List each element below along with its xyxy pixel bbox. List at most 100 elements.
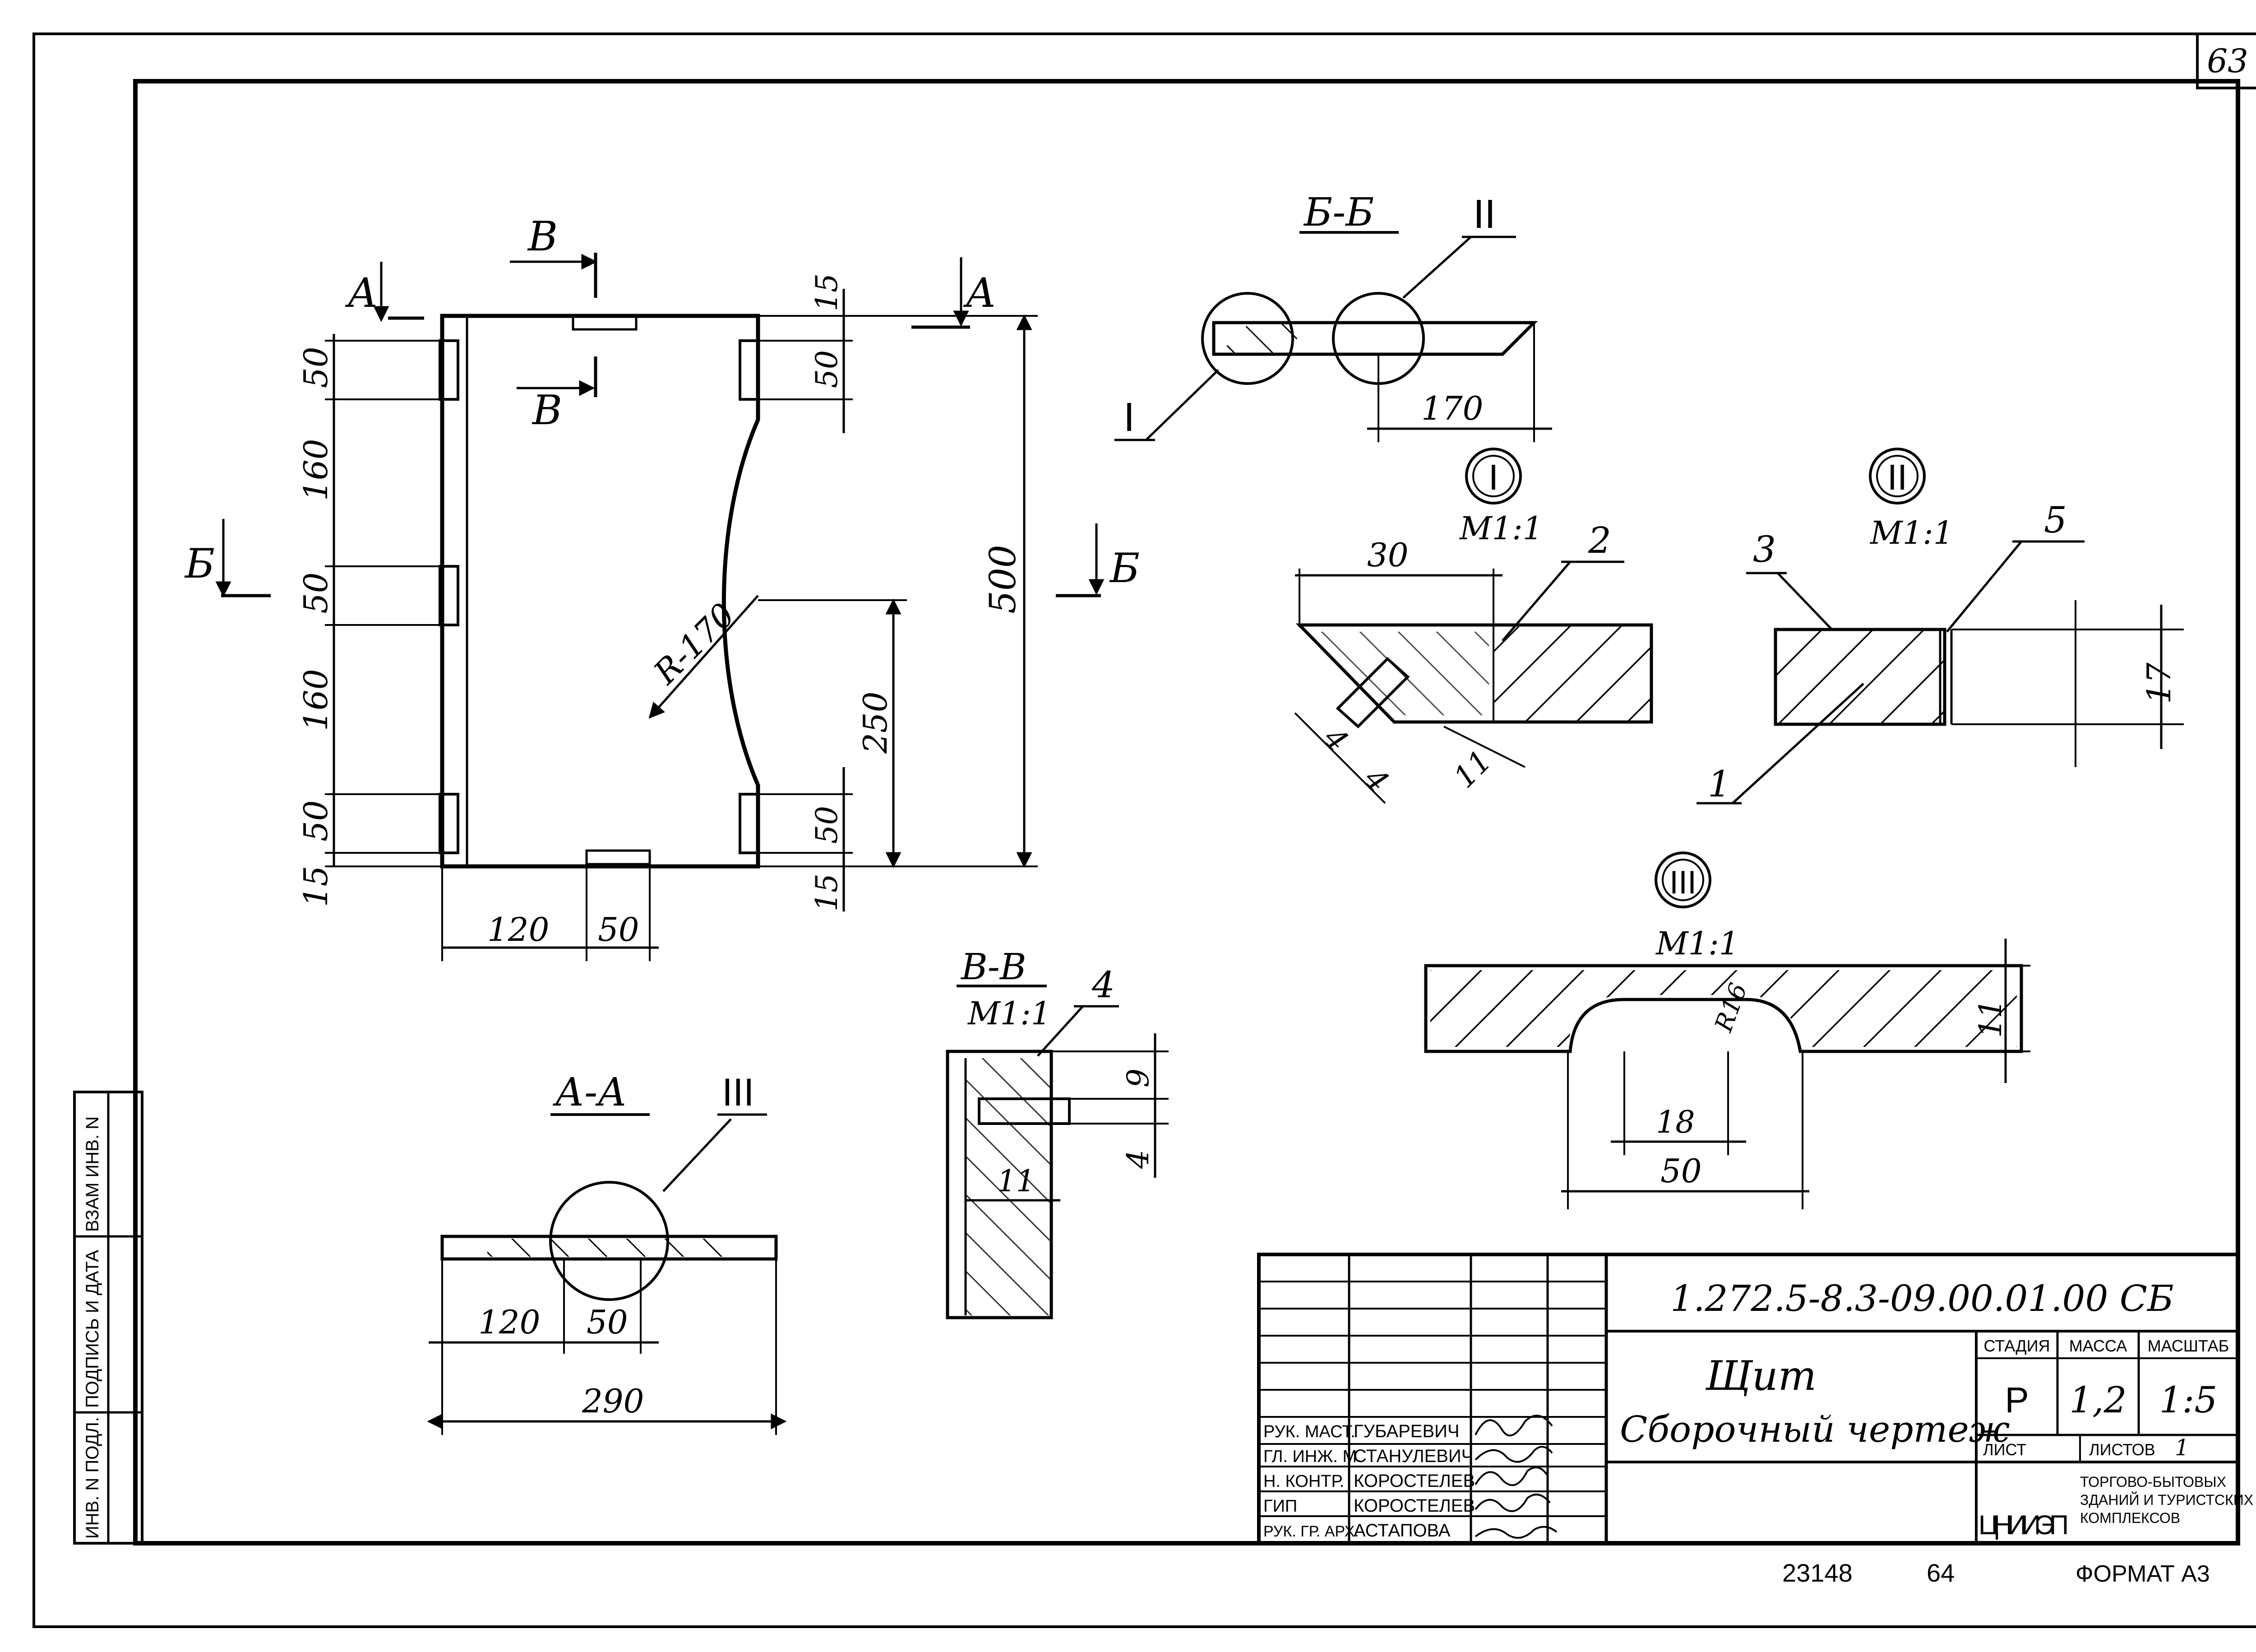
stamp-podpis-data: ПОДПИСЬ И ДАТА — [83, 1250, 102, 1408]
svg-text:50: 50 — [809, 350, 844, 388]
slot — [585, 849, 651, 865]
org-logo: ЦНИИЭП — [1979, 1510, 2069, 1540]
name-1: ГУБАРЕВИЧ — [1354, 1421, 1460, 1441]
detail-3: III М1:1 11 R16 18 50 — [1424, 851, 2030, 1209]
role-4: ГИП — [1263, 1497, 1297, 1516]
svg-text:30: 30 — [1367, 536, 1409, 574]
svg-text:М1:1: М1:1 — [1459, 510, 1543, 547]
name-5: АСТАПОВА — [1354, 1521, 1451, 1541]
section-mark-b: Б Б — [184, 519, 1140, 597]
svg-text:А: А — [963, 269, 996, 317]
name-3: КОРОСТЕЛЕВ — [1354, 1471, 1475, 1491]
section-mark-a: А А — [345, 257, 996, 329]
item-subname: Сборочный чертеж — [1620, 1408, 2010, 1450]
section-bb: Б-Б I II 170 — [1114, 190, 1552, 442]
svg-text:А-А: А-А — [552, 1070, 627, 1115]
dimension-250: 250 — [758, 598, 907, 868]
svg-text:Б: Б — [1109, 545, 1140, 592]
svg-text:II: II — [1887, 457, 1907, 497]
dimension-bottom: 120 50 — [441, 866, 659, 961]
list-label: ЛИСТ — [1983, 1440, 2026, 1459]
detail-1: I М1:1 30 4 4 11 2 — [1294, 448, 1653, 804]
col-massa: МАССА — [2069, 1337, 2127, 1355]
svg-text:2: 2 — [1588, 519, 1611, 561]
section-aa: А-А III 120 50 290 — [427, 1070, 787, 1435]
signature — [1475, 1415, 1558, 1539]
svg-text:11: 11 — [1447, 743, 1498, 795]
title-block: РУК. МАСТ. ГЛ. ИНЖ. М. Н. КОНТР. ГИП РУК… — [1257, 1253, 2253, 1545]
svg-text:290: 290 — [582, 1382, 644, 1420]
svg-text:I: I — [1489, 457, 1498, 497]
cleat — [739, 793, 759, 854]
callout-1: I — [1123, 395, 1135, 440]
section-bb-title: Б-Б — [1303, 190, 1374, 235]
org-text-2: ЗДАНИЙ И ТУРИСТСКИХ — [2080, 1492, 2253, 1508]
svg-text:III: III — [1669, 865, 1697, 901]
svg-text:50: 50 — [297, 800, 335, 842]
massa-value: 1,2 — [2069, 1379, 2127, 1421]
detail-2: II М1:1 17 3 5 1 — [1697, 448, 2184, 805]
org-text-3: КОМПЛЕКСОВ — [2080, 1510, 2180, 1526]
item-name: Щит — [1705, 1352, 1817, 1400]
col-stadia: СТАДИЯ — [1983, 1337, 2050, 1355]
svg-text:170: 170 — [1421, 389, 1483, 427]
svg-text:50: 50 — [587, 1303, 628, 1341]
svg-text:250: 250 — [856, 692, 894, 754]
svg-text:15: 15 — [809, 874, 844, 912]
dimension-chain-inner: 15 50 50 15 — [758, 273, 853, 912]
doc-code: 1.272.5-8.3-09.00.01.00 СБ — [1670, 1277, 2174, 1319]
role-2: ГЛ. ИНЖ. М. — [1263, 1447, 1362, 1466]
svg-text:М1:1: М1:1 — [1655, 925, 1739, 962]
cleat — [439, 793, 459, 854]
role-5: РУК. ГР. АРХ. — [1263, 1523, 1359, 1540]
svg-text:В-В: В-В — [960, 946, 1026, 988]
svg-text:50: 50 — [1660, 1152, 1702, 1190]
page-number: 63 — [2207, 42, 2248, 80]
side-stamp-strip: ИНВ. N ПОДЛ. ПОДПИСЬ И ДАТА ВЗАМ ИНВ. N — [73, 1091, 143, 1545]
radius-callout: R-170 — [646, 595, 759, 719]
main-view: А А Б Б В В — [184, 213, 1140, 961]
svg-text:50: 50 — [297, 572, 335, 614]
listov-label: ЛИСТОВ — [2089, 1440, 2155, 1459]
section-mark-v: В В — [510, 213, 597, 434]
svg-text:120: 120 — [478, 1303, 540, 1341]
cleat — [439, 565, 459, 626]
svg-text:4: 4 — [1091, 964, 1115, 1006]
callout-3: III — [722, 1071, 754, 1114]
cleat — [439, 339, 459, 401]
svg-text:11: 11 — [997, 1164, 1035, 1199]
svg-text:Б: Б — [184, 540, 215, 588]
footer: 23148 64 ФОРМАТ А3 — [1782, 1559, 2210, 1587]
svg-text:В: В — [532, 387, 562, 434]
slot — [572, 315, 638, 331]
cleat — [739, 339, 759, 401]
svg-text:18: 18 — [1656, 1105, 1695, 1140]
stamp-vzam-inv: ВЗАМ ИНВ. N — [83, 1116, 102, 1232]
svg-text:120: 120 — [487, 911, 549, 949]
section-vv: В-В М1:1 9 4 11 4 — [946, 946, 1169, 1319]
svg-text:М1:1: М1:1 — [1869, 514, 1953, 551]
org-text-1: ТОРГОВО-БЫТОВЫХ — [2080, 1474, 2226, 1490]
svg-text:17: 17 — [2140, 662, 2178, 704]
dimension-overall-height: 500 — [758, 314, 1038, 868]
svg-text:В: В — [527, 213, 558, 260]
format-label: ФОРМАТ А3 — [2076, 1561, 2210, 1587]
role-3: Н. КОНТР. — [1263, 1472, 1344, 1491]
svg-text:160: 160 — [297, 669, 335, 731]
svg-text:50: 50 — [598, 911, 639, 949]
dimension-chain-left: 50 160 50 160 50 15 — [297, 334, 447, 907]
inventory-number: 23148 — [1782, 1559, 1853, 1587]
col-masshtab: МАСШТАБ — [2148, 1337, 2229, 1355]
svg-text:3: 3 — [1753, 528, 1776, 570]
svg-text:5: 5 — [2044, 499, 2067, 541]
svg-text:9: 9 — [1121, 1069, 1156, 1087]
svg-text:160: 160 — [297, 439, 335, 501]
svg-text:15: 15 — [297, 865, 335, 907]
svg-text:500: 500 — [982, 545, 1024, 614]
stamp-inv-podl: ИНВ. N ПОДЛ. — [83, 1417, 102, 1539]
svg-text:50: 50 — [809, 806, 844, 844]
role-1: РУК. МАСТ. — [1263, 1422, 1355, 1441]
svg-text:А: А — [345, 269, 378, 317]
name-2: СТАНУЛЕВИЧ — [1354, 1446, 1473, 1466]
listov-value: 1 — [2175, 1435, 2189, 1461]
